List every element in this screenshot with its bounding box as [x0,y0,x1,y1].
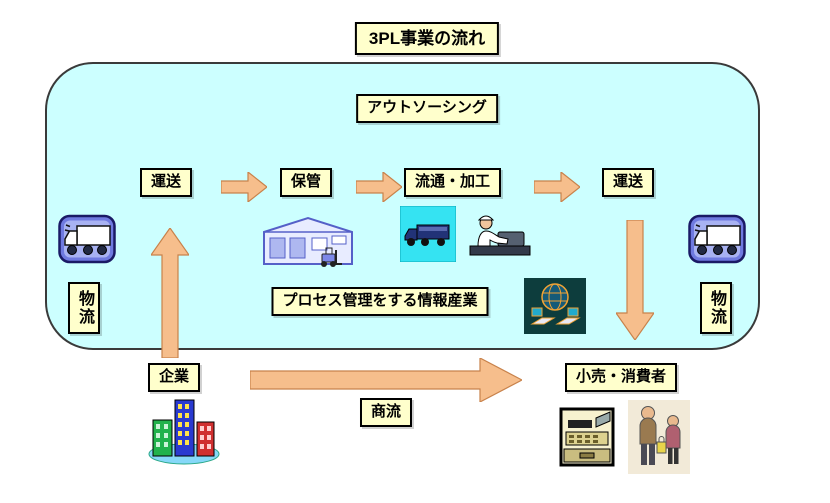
outsourcing-label: アウトソーシング [356,94,498,123]
shoppers-icon [628,400,690,474]
company-up-arrow [149,226,191,359]
flow-step-storage: 保管 [280,168,333,197]
truck-icon-right [688,210,746,268]
logistics-label-right: 物流 [700,282,732,334]
worker-icon [464,212,536,264]
process-info-label: プロセス管理をする情報産業 [271,287,489,316]
flow-step-distribution-processing: 流通・加工 [404,168,502,197]
flow-step-transport-2: 運送 [602,168,655,197]
company-buildings-icon [146,392,222,466]
retail-consumer-label: 小売・消費者 [565,363,678,392]
logistics-label-left: 物流 [68,282,100,334]
flow-arrow-right-1 [220,170,268,204]
cash-register-icon [558,406,616,468]
company-label: 企業 [148,363,201,392]
flow-arrow-right-3 [533,170,581,204]
flow-step-transport-1: 運送 [140,168,193,197]
retail-down-arrow [614,219,656,342]
warehouse-icon [260,212,356,270]
delivery-truck-icon [399,205,457,263]
flow-arrow-right-2 [355,170,403,204]
truck-icon-left [58,210,116,268]
diagram-title: 3PL事業の流れ [354,22,500,56]
commerce-flow-arrow [249,357,524,403]
commerce-label: 商流 [359,398,413,427]
globe-computers-icon [524,278,586,334]
